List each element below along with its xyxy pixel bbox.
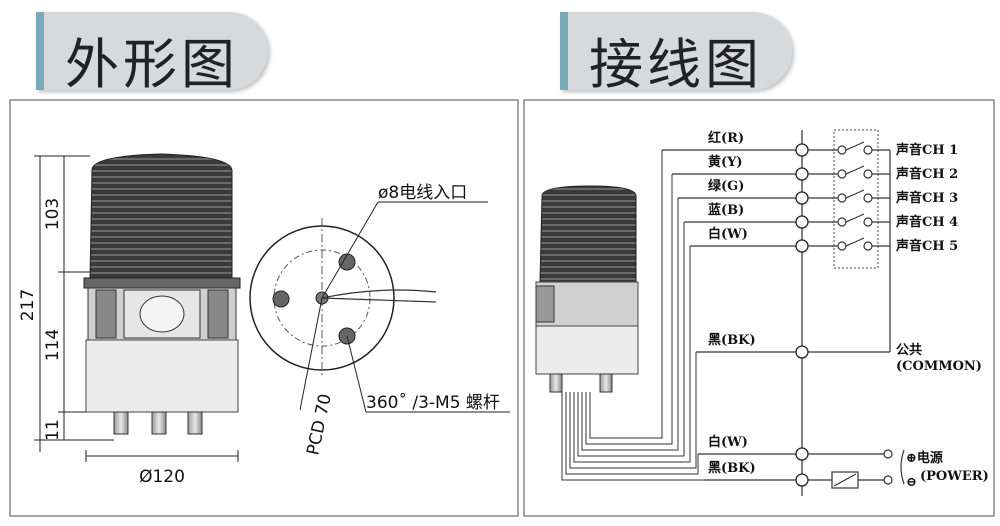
wire-label-blue: 蓝(B) <box>708 202 744 218</box>
beacon-side-view <box>83 153 241 435</box>
channel-label-5: 声音CH 5 <box>895 238 958 254</box>
wire-label-black: 黑(BK) <box>708 333 756 348</box>
channel-label-2: 声音CH 2 <box>895 166 958 182</box>
dim-diameter: Ø120 <box>139 467 185 487</box>
common-label: 公共 <box>896 342 922 358</box>
beacon-wiring-image <box>535 185 639 393</box>
dim-top-height: 103 <box>43 198 63 230</box>
dimension-lines <box>34 155 239 462</box>
wire-rungs <box>662 149 802 481</box>
outline-panel-frame <box>9 99 519 517</box>
outline-title-tab: 外形图 <box>36 12 268 96</box>
power-plus-label: ⊕电源 <box>906 450 943 466</box>
wire-label-green: 绿(G) <box>708 178 744 194</box>
power-sub-label: (POWER) <box>920 469 989 484</box>
power-wire-black: 黑(BK) <box>708 461 756 476</box>
wiring-panel-frame <box>523 99 995 517</box>
mount-label: 360˚ /3-M5 螺杆 <box>366 392 500 413</box>
wire-bundle <box>561 150 704 481</box>
power-wire-white: 白(W) <box>708 434 748 450</box>
cable-entry-label: ø8电线入口 <box>378 183 467 203</box>
wiring-title-tab: 接线图 <box>560 12 792 96</box>
dim-bottom-height: 11 <box>43 419 63 441</box>
beacon-bottom-view <box>249 201 510 413</box>
pcd-label: PCD 70 <box>303 392 336 457</box>
dim-total-height: 217 <box>18 289 38 321</box>
channel-label-1: 声音CH 1 <box>895 142 958 158</box>
wire-label-yellow: 黄(Y) <box>708 154 743 170</box>
channel-label-3: 声音CH 3 <box>895 190 958 206</box>
wire-label-red: 红(R) <box>708 130 744 146</box>
switches <box>808 141 891 353</box>
outline-title: 外形图 <box>65 33 239 96</box>
wiring-title: 接线图 <box>589 33 763 96</box>
switch-box <box>833 129 879 269</box>
power-circuit <box>808 449 905 489</box>
wire-label-white: 白(W) <box>708 226 748 242</box>
common-sub-label: (COMMON) <box>896 359 982 374</box>
power-minus-label: ⊖ <box>906 475 917 490</box>
dim-middle-height: 114 <box>43 329 63 361</box>
channel-label-4: 声音CH 4 <box>895 214 958 230</box>
